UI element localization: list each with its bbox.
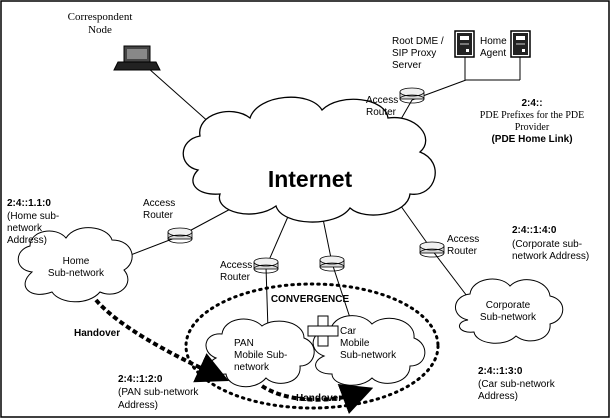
home-link-desc-line1: PDE Prefixes for the PDE — [480, 110, 584, 121]
pan-address-desc-line2: Address) — [118, 400, 158, 411]
home-agent-label-line1: Home — [480, 36, 507, 47]
router-icon-top-right — [399, 87, 425, 104]
home-link-desc-line2: Provider — [515, 122, 550, 133]
home-subnet-desc-line2: network — [7, 223, 43, 234]
laptop-icon — [113, 45, 161, 71]
router-label-left-line2: Router — [143, 210, 174, 221]
handover-label-left: Handover — [74, 328, 120, 339]
car-cloud-line2: Mobile — [340, 338, 370, 349]
handover-arrow-bottom — [260, 384, 374, 414]
home-link-title: (PDE Home Link) — [491, 134, 572, 145]
router-label-middle-line1: Access — [220, 260, 252, 271]
pan-cloud-line2: Mobile Sub- — [234, 350, 287, 361]
root-dme-label-line3: Server — [392, 60, 422, 71]
corporate-cloud-line2: Sub-network — [480, 312, 537, 323]
home-subnet-address: 2:4::1.1:0 — [7, 198, 51, 209]
internet-cloud — [182, 96, 436, 223]
pan-cloud-line1: PAN — [234, 338, 254, 349]
handover-arrow-left — [94, 298, 229, 383]
router-label-left-line1: Access — [143, 198, 175, 209]
home-subnetwork-cloud — [17, 227, 133, 303]
handover-label-bottom: Handover — [296, 393, 342, 404]
server-icon-root-dme — [454, 30, 475, 58]
corporate-subnet-desc-line1: (Corporate sub- — [512, 239, 582, 250]
root-dme-label-line2: SIP Proxy — [392, 48, 436, 59]
convergence-plus-icon — [307, 315, 339, 347]
corporate-cloud-line1: Corporate — [486, 300, 531, 311]
server-icon-home-agent — [510, 30, 531, 58]
router-label-right-line2: Router — [447, 246, 478, 257]
corporate-subnetwork-cloud — [455, 278, 564, 344]
car-address: 2:4::1:3:0 — [478, 366, 523, 377]
home-subnet-desc-line1: (Home sub- — [7, 211, 59, 222]
home-cloud-line1: Home — [63, 256, 90, 267]
home-subnet-desc-line3: Address) — [7, 235, 47, 246]
correspondent-label-line1: Correspondent — [68, 11, 133, 23]
car-cloud-line3: Sub-network — [340, 350, 397, 361]
correspondent-label-line2: Node — [88, 24, 112, 36]
home-agent-label-line2: Agent — [480, 48, 506, 59]
car-address-desc-line2: Address) — [478, 391, 518, 402]
convergence-label: CONVERGENCE — [271, 294, 350, 305]
router-label-top-right-line1: Access — [366, 95, 398, 106]
router-icon-left — [167, 227, 193, 244]
router-label-middle-line2: Router — [220, 272, 251, 283]
router-label-right-line1: Access — [447, 234, 479, 245]
router-label-top-right-line2: Router — [366, 107, 397, 118]
home-cloud-line2: Sub-network — [48, 268, 105, 279]
convergence-ellipse — [184, 282, 440, 410]
router-icon-middle-right — [319, 255, 345, 272]
corporate-subnet-address: 2:4::1:4:0 — [512, 225, 557, 236]
pan-address-desc-line1: (PAN sub-network — [118, 387, 199, 398]
corporate-subnet-desc-line2: network Address) — [512, 251, 589, 262]
router-icon-right — [419, 241, 445, 258]
internet-label: Internet — [268, 166, 353, 192]
car-address-desc-line1: (Car sub-network — [478, 379, 556, 390]
pan-cloud-line3: network — [234, 362, 270, 373]
home-link-prefix: 2:4:: — [521, 98, 542, 109]
pan-address: 2:4::1:2:0 — [118, 374, 163, 385]
root-dme-label-line1: Root DME / — [392, 36, 444, 47]
car-cloud-line1: Car — [340, 326, 357, 337]
router-icon-middle-left — [253, 257, 279, 274]
